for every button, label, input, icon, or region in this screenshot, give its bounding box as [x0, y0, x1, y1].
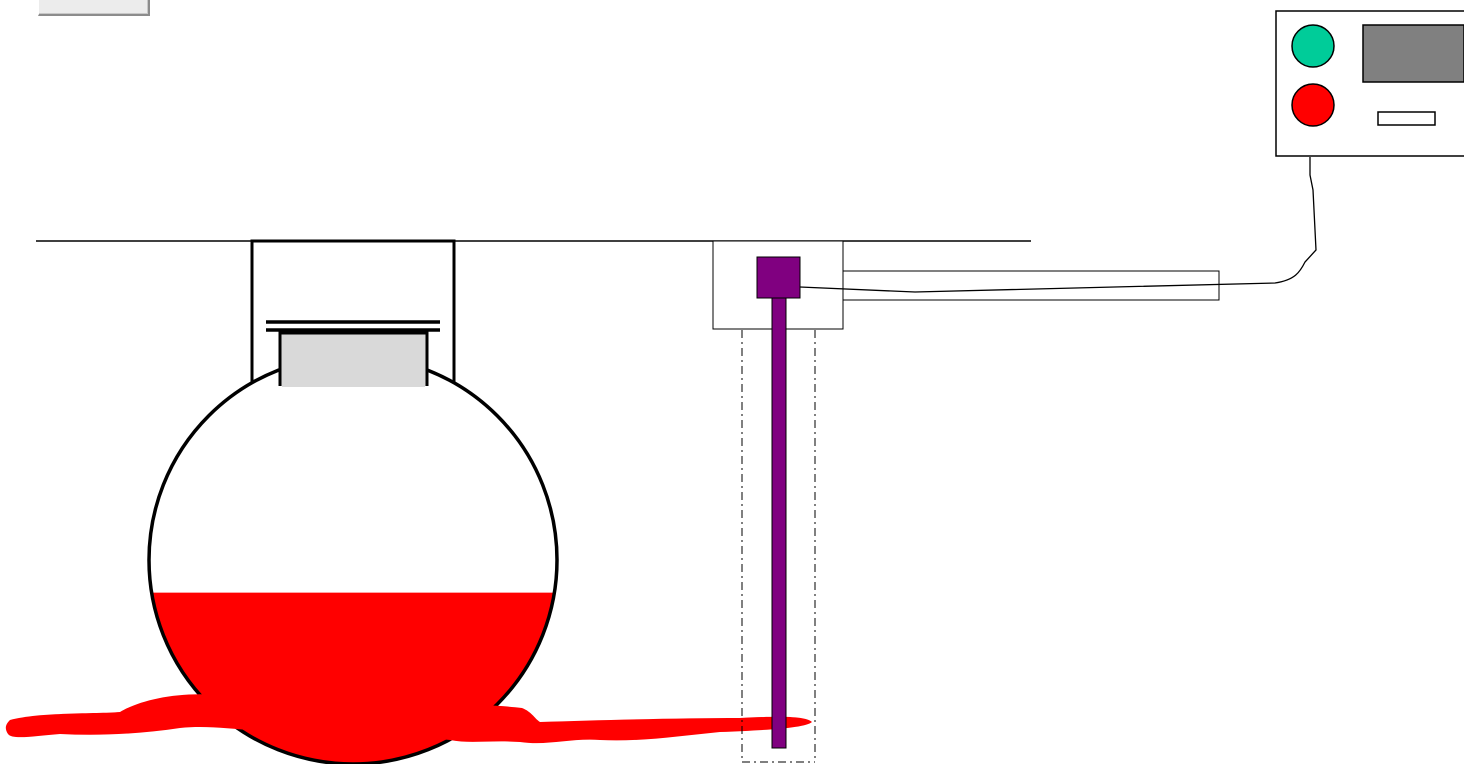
alarm-control-panel [1275, 10, 1464, 157]
panel-slot [1377, 111, 1436, 126]
red-alarm-light [1291, 83, 1335, 127]
probe-sensor-head [756, 256, 801, 299]
tank-cap [266, 320, 440, 332]
green-status-light [1291, 24, 1335, 68]
leak-detection-probe [771, 295, 787, 749]
corner-button[interactable] [38, 0, 150, 16]
monitoring-well [741, 330, 816, 763]
sensor-cable [799, 157, 1317, 293]
leaked-liquid-spill [5, 694, 813, 744]
panel-display [1362, 24, 1464, 83]
